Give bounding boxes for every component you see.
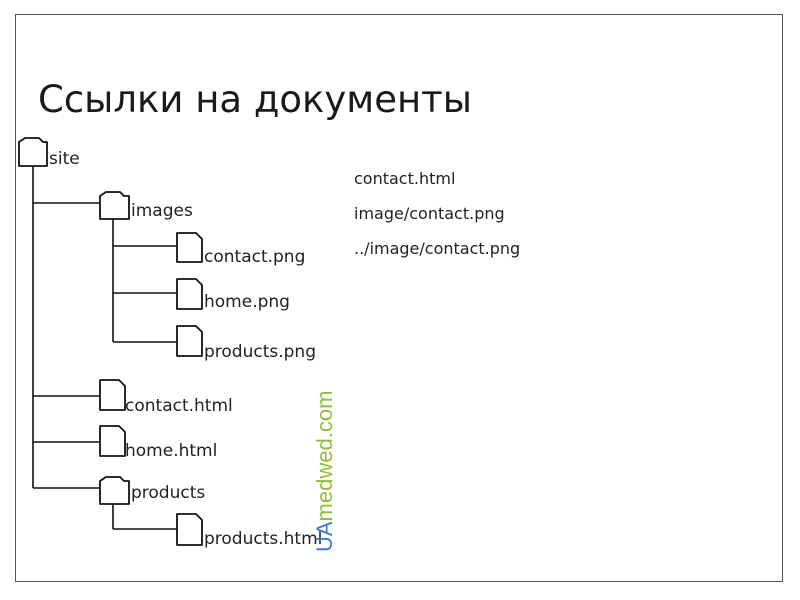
file-icon — [176, 325, 203, 357]
file-icon — [99, 425, 126, 457]
tree-label-products-png: products.png — [204, 342, 317, 362]
tree-label-home-png: home.png — [204, 292, 290, 312]
folder-icon — [99, 476, 130, 505]
tree-label-home-html: home.html — [125, 441, 218, 461]
file-icon — [176, 278, 203, 310]
slide-frame — [15, 14, 783, 582]
folder-icon — [18, 137, 48, 167]
file-icon — [99, 379, 126, 411]
tree-label-images: images — [131, 201, 193, 221]
file-icon — [176, 513, 203, 546]
watermark-part-b: medwed.com — [312, 390, 337, 522]
path-example: image/contact.png — [354, 204, 505, 223]
folder-icon — [99, 191, 130, 220]
path-example: ../image/contact.png — [354, 239, 521, 258]
watermark: UAmedwed.com — [312, 390, 337, 552]
tree-label-site: site — [49, 149, 80, 169]
watermark-part-a: UA — [312, 521, 337, 552]
path-example: contact.html — [354, 169, 456, 188]
path-examples: contact.html image/contact.png ../image/… — [354, 168, 520, 273]
tree-label-products: products — [131, 483, 206, 503]
tree-label-contact-png: contact.png — [204, 247, 306, 267]
tree-label-products-html: products.html — [204, 529, 323, 549]
slide-title: Ссылки на документы — [38, 78, 472, 121]
tree-label-contact-html: contact.html — [125, 396, 233, 416]
file-icon — [176, 232, 203, 263]
